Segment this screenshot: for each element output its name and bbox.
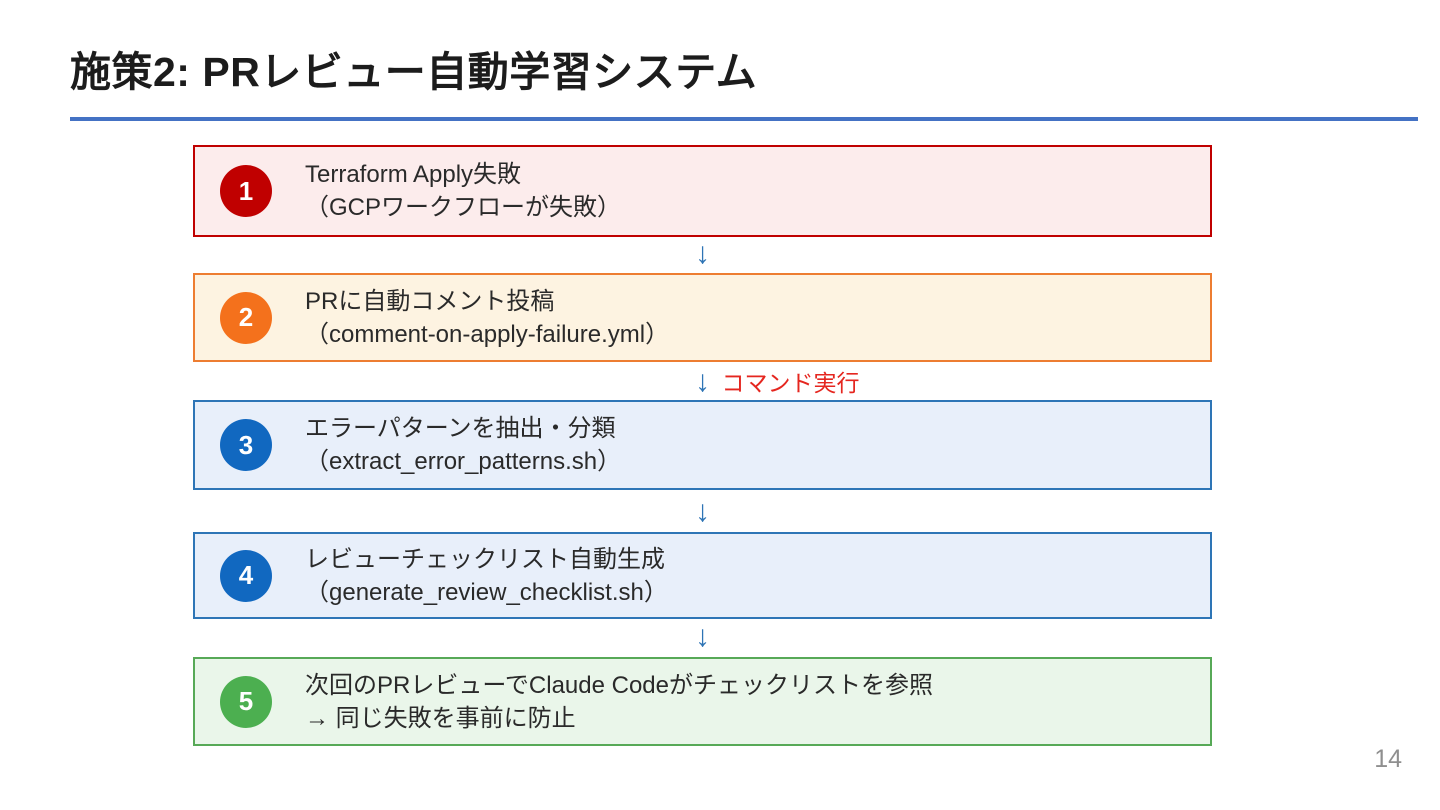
step-line2: （comment-on-apply-failure.yml） [305,320,670,348]
step-number: 2 [238,302,254,332]
flow-step-extract-error-patterns: 3 エラーパターンを抽出・分類 （extract_error_patterns.… [193,400,1212,490]
title-underline [70,117,1418,121]
step-line1: 次回のPRレビューでClaude Codeがチェックリストを参照 [305,671,933,699]
step-line1: Terraform Apply失敗 [305,161,522,188]
step-text: PRに自動コメント投稿 （comment-on-apply-failure.ym… [305,285,669,351]
slide-title: 施策2: PRレビュー自動学習システム [70,49,758,95]
step-line2: （generate_review_checklist.sh） [305,578,668,606]
step-text: エラーパターンを抽出・分類 （extract_error_patterns.sh… [305,412,621,478]
step-number-badge: 2 [220,291,272,344]
step-line2: （extract_error_patterns.sh） [305,448,622,475]
step-number: 1 [238,175,254,206]
page-number: 14 [1374,745,1402,773]
step-number: 4 [238,560,254,590]
step-number-badge: 4 [220,549,272,602]
flow-connector-2: ↓ コマンド実行 [193,367,1212,399]
flow-step-terraform-apply-fail: 1 Terraform Apply失敗 （GCPワークフローが失敗） [193,145,1212,237]
step-text: レビューチェックリスト自動生成 （generate_review_checkli… [305,543,668,609]
down-arrow-icon: ↓ [695,365,710,398]
step-number: 3 [238,429,254,460]
step-line2: （GCPワークフローが失敗） [305,194,622,221]
flow-step-generate-review-checklist: 4 レビューチェックリスト自動生成 （generate_review_check… [193,532,1212,619]
step-text: Terraform Apply失敗 （GCPワークフローが失敗） [305,158,621,224]
step-number: 5 [238,686,254,716]
flow-step-claude-code-reference: 5 次回のPRレビューでClaude Codeがチェックリストを参照 → 同じ失… [193,657,1212,746]
down-arrow-icon: ↓ [695,237,710,270]
flow-connector-1: ↓ [193,239,1212,271]
flow-step-pr-auto-comment: 2 PRに自動コメント投稿 （comment-on-apply-failure.… [193,273,1212,362]
down-arrow-icon: ↓ [695,620,710,653]
step-line2: → 同じ失敗を事前に防止 [305,704,576,732]
step-line1: PRに自動コメント投稿 [305,287,555,315]
down-arrow-icon: ↓ [695,495,710,528]
connector-label: コマンド実行 [721,370,860,396]
step-line1: レビューチェックリスト自動生成 [305,545,665,573]
flow-connector-4: ↓ [193,622,1212,654]
step-number-badge: 3 [220,419,272,471]
step-number-badge: 1 [220,165,272,217]
step-line1: エラーパターンを抽出・分類 [305,415,616,442]
step-number-badge: 5 [220,675,272,728]
flow-connector-3: ↓ [193,497,1212,529]
step-text: 次回のPRレビューでClaude Codeがチェックリストを参照 → 同じ失敗を… [305,669,933,735]
